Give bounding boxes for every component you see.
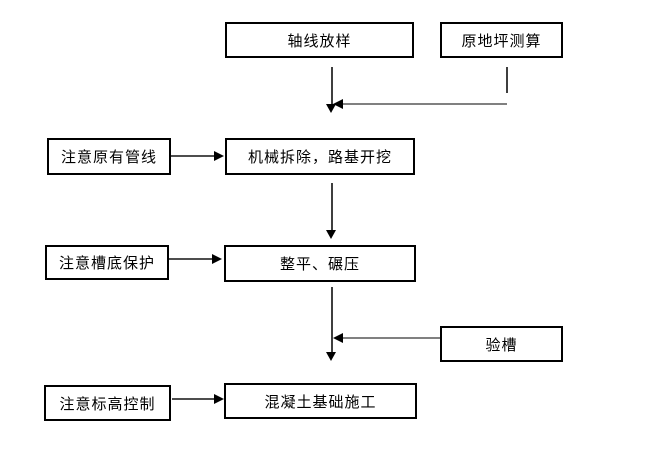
arrowhead-right-icon xyxy=(212,254,222,264)
connector-ground-measurement-merge xyxy=(343,103,507,105)
node-concrete-foundation: 混凝土基础施工 xyxy=(224,383,417,419)
connector-elevation-control-to-foundation xyxy=(172,398,214,400)
node-note-elevation-control: 注意标高控制 xyxy=(44,385,171,421)
arrowhead-left-icon xyxy=(333,333,343,343)
connector-trench-inspection-merge xyxy=(343,337,440,339)
connector-pipelines-to-excavation xyxy=(171,155,214,157)
node-demolition-excavation: 机械拆除，路基开挖 xyxy=(225,138,415,175)
node-ground-measurement: 原地坪测算 xyxy=(440,22,563,58)
connector-ground-measurement-down xyxy=(506,67,508,93)
connector-trench-protection-to-leveling xyxy=(169,258,212,260)
arrowhead-down-icon xyxy=(326,104,336,113)
node-note-existing-pipelines: 注意原有管线 xyxy=(47,138,171,175)
node-note-trench-bottom-protection: 注意槽底保护 xyxy=(45,245,169,280)
node-trench-inspection: 验槽 xyxy=(440,326,563,362)
arrowhead-left-icon xyxy=(333,99,343,109)
arrowhead-down-icon xyxy=(326,352,336,361)
arrowhead-right-icon xyxy=(214,394,224,404)
arrowhead-down-icon xyxy=(326,230,336,239)
connector-axis-layout-down xyxy=(331,67,333,105)
connector-leveling-to-foundation xyxy=(331,287,333,352)
connector-excavation-to-leveling xyxy=(331,183,333,230)
node-leveling-rolling: 整平、碾压 xyxy=(224,245,416,282)
arrowhead-right-icon xyxy=(214,151,224,161)
node-axis-layout: 轴线放样 xyxy=(225,22,414,58)
